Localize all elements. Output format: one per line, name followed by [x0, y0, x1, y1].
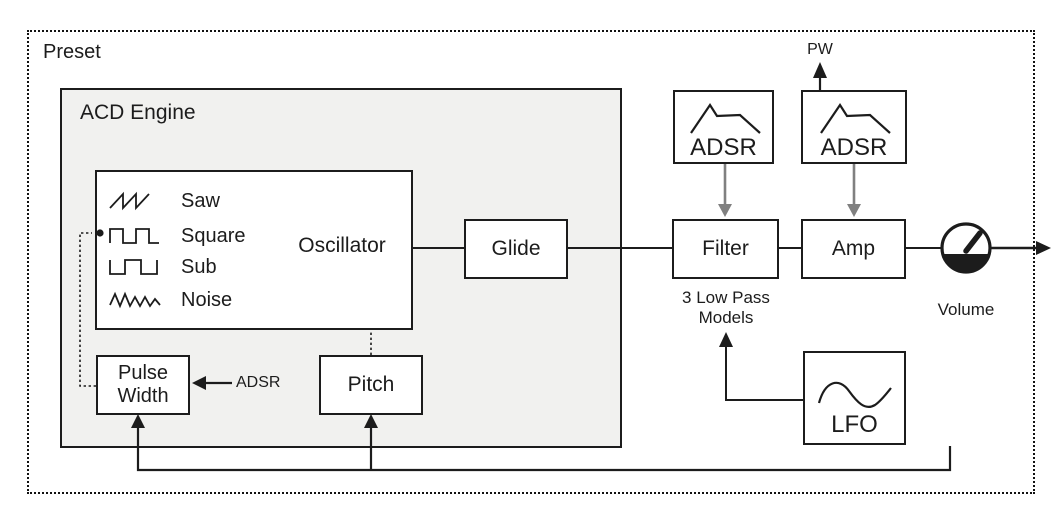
oscillator-box: Saw Square Sub Noise Oscillator — [95, 170, 413, 330]
volume-knob-icon — [939, 221, 993, 275]
waveform-label: Square — [181, 224, 246, 247]
pulse-width-adsr-mod-label: ADSR — [236, 374, 281, 391]
adsr-envelope-icon — [684, 102, 764, 136]
square-wave-icon — [107, 226, 171, 246]
amp-box: Amp — [801, 219, 906, 279]
filter-note: 3 Low Pass Models — [656, 288, 796, 328]
glide-box: Glide — [464, 219, 568, 279]
lfo-box: LFO — [803, 351, 906, 445]
filter-adsr-label: ADSR — [690, 134, 757, 161]
glide-label: Glide — [491, 237, 541, 261]
waveform-label: Saw — [181, 189, 220, 212]
waveform-label: Noise — [181, 288, 233, 311]
preset-label: Preset — [43, 41, 101, 63]
adsr-envelope-icon — [814, 102, 894, 136]
volume-label: Volume — [937, 300, 995, 319]
noise-wave-icon — [107, 290, 171, 310]
filter-adsr-box: ADSR — [673, 90, 774, 164]
saw-wave-icon — [107, 191, 171, 211]
sine-wave-icon — [815, 371, 895, 413]
pulse-width-label-line1: Pulse — [117, 362, 169, 384]
waveform-row-square: Square — [107, 225, 246, 247]
sub-wave-icon — [107, 257, 171, 277]
preset-frame — [27, 30, 1035, 494]
pulse-width-label-line2: Width — [117, 385, 169, 407]
waveform-label: Sub — [181, 255, 217, 278]
amp-label: Amp — [831, 237, 876, 261]
oscillator-label: Oscillator — [298, 234, 386, 257]
filter-note-line1: 3 Low Pass — [682, 288, 770, 307]
acd-engine-label: ACD Engine — [80, 101, 196, 124]
output-arrowhead — [1036, 241, 1051, 255]
filter-box: Filter — [672, 219, 779, 279]
waveform-row-saw: Saw — [107, 190, 220, 212]
waveform-row-sub: Sub — [107, 256, 217, 278]
filter-note-line2: Models — [698, 308, 754, 327]
pitch-label: Pitch — [347, 373, 395, 397]
amp-adsr-label: ADSR — [820, 134, 888, 161]
pitch-box: Pitch — [319, 355, 423, 415]
pw-output-label: PW — [807, 41, 833, 58]
pulse-width-box: Pulse Width — [96, 355, 190, 415]
lfo-label: LFO — [831, 411, 878, 438]
filter-label: Filter — [702, 237, 749, 261]
amp-adsr-box: ADSR — [801, 90, 907, 164]
waveform-row-noise: Noise — [107, 289, 232, 311]
